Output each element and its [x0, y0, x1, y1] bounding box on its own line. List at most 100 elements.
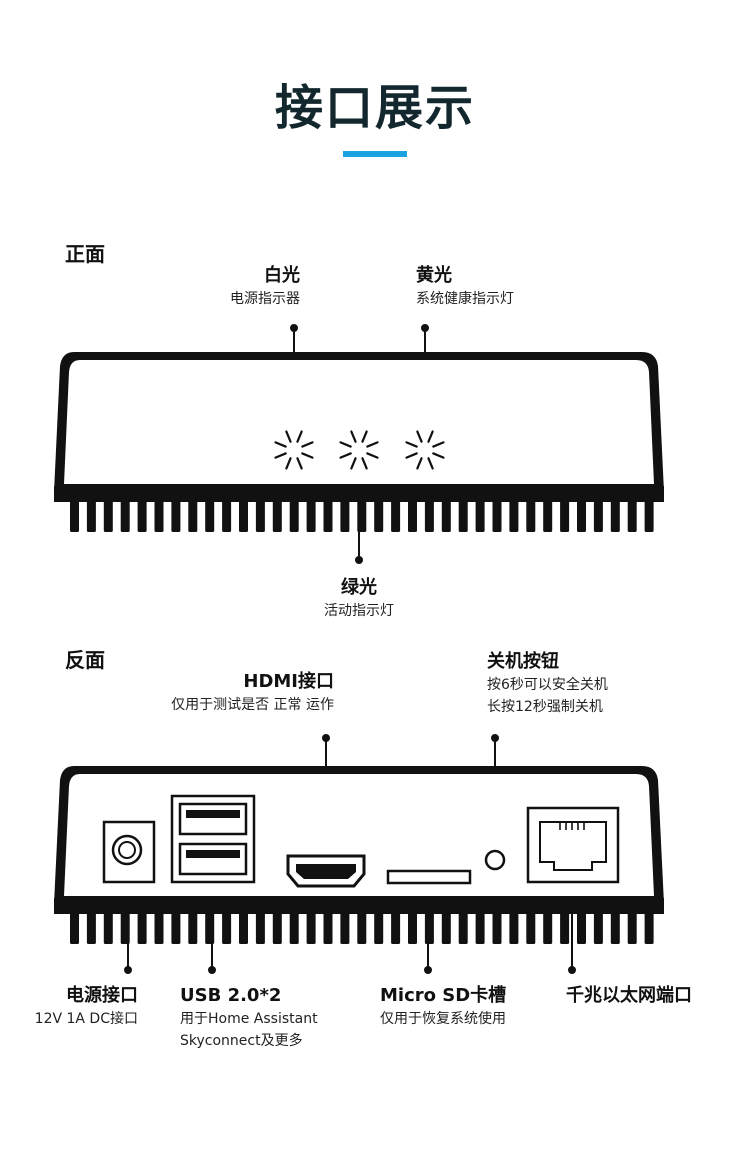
yellow-light-label: 黄光 系统健康指示灯: [416, 264, 514, 310]
white-light-desc: 电源指示器: [230, 291, 300, 307]
microsd-desc: 仅用于恢复系统使用: [380, 1011, 506, 1027]
heatsink-fin: [475, 500, 485, 532]
heatsink-fin: [306, 500, 316, 532]
led-ray: [339, 441, 352, 448]
heatsink-fin: [492, 912, 502, 944]
heatsink-fin: [239, 500, 248, 532]
power-button-desc-line2: 长按12秒强制关机: [487, 699, 603, 715]
heatsink-fin: [205, 912, 215, 944]
heatsink-fin: [239, 912, 248, 944]
heatsink-fin: [340, 912, 350, 944]
led-ray: [405, 441, 418, 448]
led-ray: [285, 457, 292, 470]
heatsink-fin: [103, 500, 113, 532]
heatsink-fin: [593, 912, 603, 944]
led-ray: [361, 430, 368, 443]
heatsink-fin: [272, 500, 282, 532]
heatsink-fin: [70, 912, 79, 944]
white-light-title: 白光: [264, 265, 300, 286]
heatsink-fin: [560, 912, 570, 944]
back-heatsink-fins: [70, 912, 654, 944]
heatsink-fin: [391, 912, 401, 944]
led-ray: [274, 441, 287, 448]
power-port-title: 电源接口: [66, 985, 138, 1006]
hdmi-title: HDMI接口: [243, 671, 334, 692]
heatsink-fin: [188, 912, 198, 944]
green-light-title: 绿光: [341, 577, 377, 598]
heatsink-fin: [593, 500, 603, 532]
hdmi-port-icon: [286, 854, 366, 888]
heatsink-fin: [103, 912, 113, 944]
heatsink-fin: [610, 912, 620, 944]
title-underline: [343, 151, 407, 157]
usb-label: USB 2.0*2 用于Home Assistant Skyconnect及更多: [180, 984, 318, 1052]
led-ray: [366, 441, 379, 448]
power-button-title: 关机按钮: [487, 651, 559, 672]
usb-desc-line1: 用于Home Assistant: [180, 1011, 318, 1027]
led-ray: [416, 457, 423, 470]
led-ray: [361, 457, 368, 470]
front-device-illustration: [54, 324, 664, 564]
led-ray: [301, 441, 314, 448]
heatsink-fin: [408, 500, 417, 532]
heatsink-fin: [171, 500, 181, 532]
heatsink-fin: [526, 500, 536, 532]
heatsink-fin: [391, 500, 401, 532]
led-ray: [432, 441, 445, 448]
heatsink-fin: [374, 912, 384, 944]
heatsink-fin: [137, 500, 147, 532]
heatsink-fin: [222, 500, 232, 532]
heatsink-fin: [120, 500, 130, 532]
led-ray: [427, 430, 434, 443]
led-ray: [350, 457, 357, 470]
heatsink-fin: [526, 912, 536, 944]
led-yellow-icon: [405, 430, 445, 470]
led-ray: [427, 457, 434, 470]
yellow-light-desc: 系统健康指示灯: [416, 291, 514, 307]
heatsink-fin: [509, 500, 519, 532]
heatsink-fin: [357, 500, 367, 532]
sd-slot-icon: [386, 869, 472, 885]
heatsink-fin: [70, 500, 79, 532]
front-panel: [64, 360, 654, 484]
heatsink-fin: [255, 912, 265, 944]
heatsink-fin: [441, 500, 451, 532]
heatsink-fin: [137, 912, 147, 944]
front-section-label: 正面: [65, 242, 105, 266]
power-button-icon: [484, 849, 506, 871]
heatsink-fin: [424, 912, 434, 944]
heatsink-fin: [543, 912, 553, 944]
heatsink-fin: [458, 912, 468, 944]
front-heatsink-fins: [70, 500, 654, 532]
heatsink-fin: [543, 500, 553, 532]
heatsink-fin: [577, 912, 586, 944]
ethernet-title: 千兆以太网端口: [566, 985, 692, 1006]
green-light-desc: 活动指示灯: [324, 603, 394, 619]
led-white-icon: [274, 430, 314, 470]
heatsink-fin: [272, 912, 282, 944]
heatsink-fin: [627, 912, 637, 944]
hdmi-label: HDMI接口 仅用于测试是否 正常 运作: [171, 670, 334, 716]
heatsink-fin: [357, 912, 367, 944]
led-ray: [405, 452, 418, 459]
led-ray: [301, 452, 314, 459]
heatsink-fin: [86, 912, 96, 944]
heatsink-fin: [374, 500, 384, 532]
white-light-label: 白光 电源指示器: [230, 264, 300, 310]
usb-desc-line2: Skyconnect及更多: [180, 1033, 303, 1049]
led-ray: [274, 452, 287, 459]
led-ray: [339, 452, 352, 459]
heatsink-fin: [509, 912, 519, 944]
heatsink-fin: [120, 912, 130, 944]
power-port-desc: 12V 1A DC接口: [34, 1011, 138, 1027]
heatsink-fin: [222, 912, 232, 944]
heatsink-fin: [289, 500, 299, 532]
usb-port-icon: [170, 794, 256, 884]
heatsink-fin: [610, 500, 620, 532]
green-light-label: 绿光 活动指示灯: [259, 576, 459, 622]
led-green-icon: [339, 430, 379, 470]
heatsink-fin: [289, 912, 299, 944]
hdmi-desc: 仅用于测试是否 正常 运作: [171, 697, 334, 713]
heatsink-fin: [424, 500, 434, 532]
yellow-light-title: 黄光: [416, 265, 452, 286]
